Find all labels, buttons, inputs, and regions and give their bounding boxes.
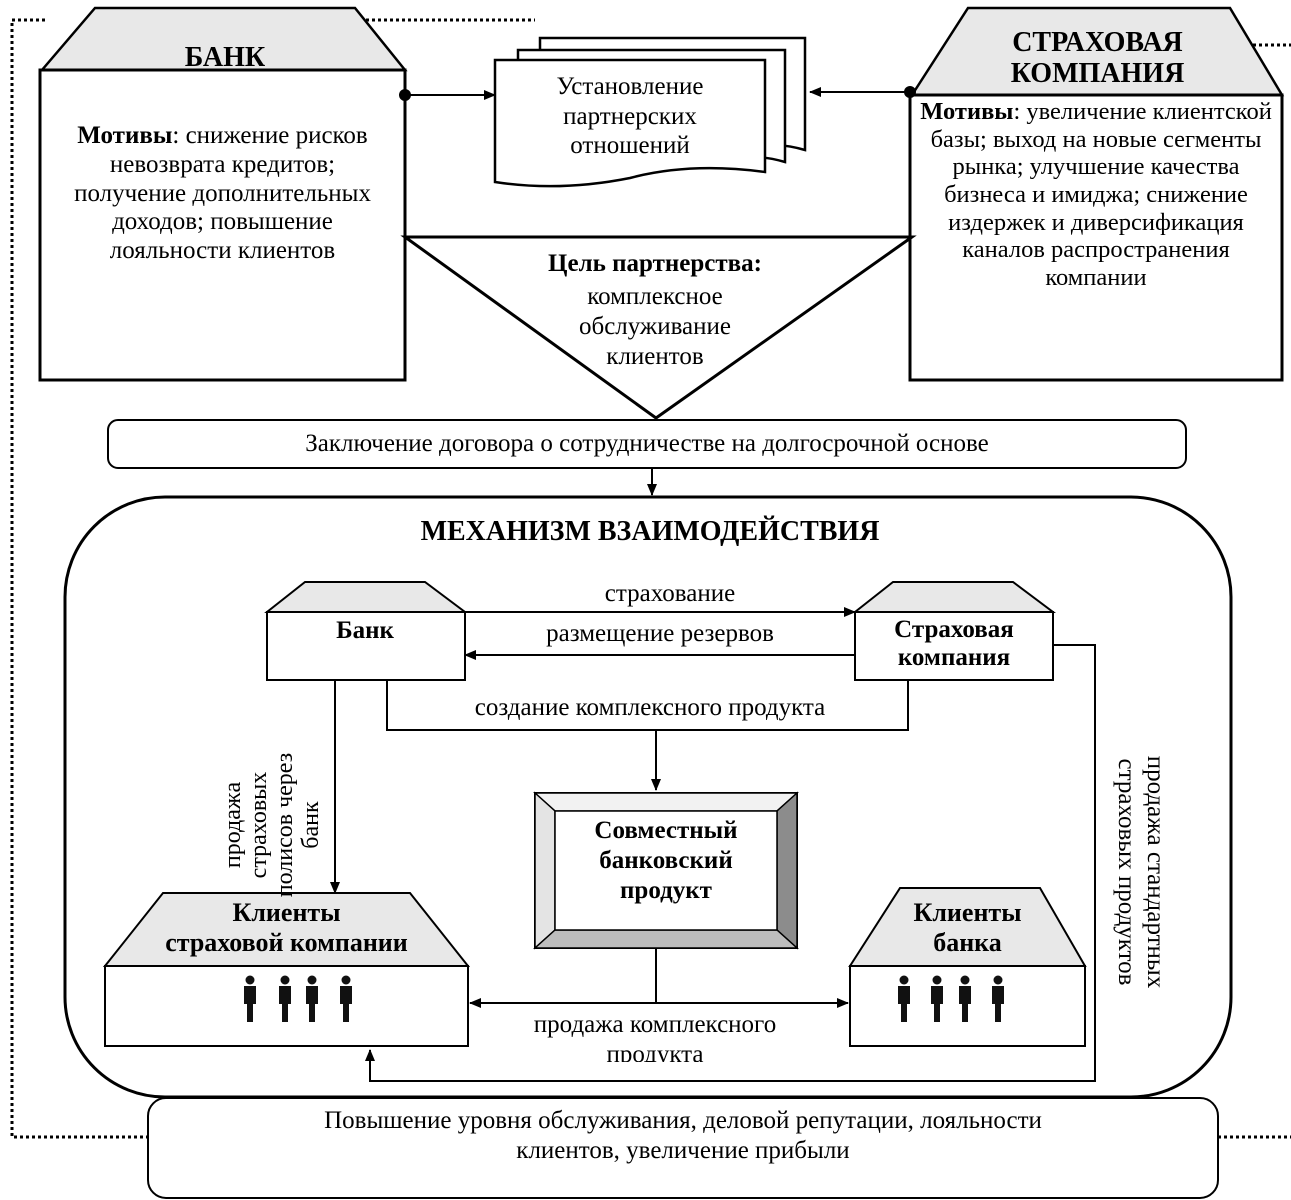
- insurer-connector-dot: [904, 86, 916, 98]
- bank-title: БАНК: [184, 42, 266, 73]
- bank-motives-text: : снижение рисков невозврата кредитов; п…: [74, 122, 371, 264]
- inner-bank-label: Банк: [336, 617, 394, 644]
- inner-insurer-box: [854, 611, 1054, 681]
- result-text: Повышение уровня обслуживания, деловой р…: [324, 1107, 1042, 1164]
- contract-box: [107, 419, 1187, 469]
- bank-clients-label: Клиенты банка: [913, 898, 1022, 957]
- standard-sales-path: [365, 644, 1096, 1082]
- bank-motives-label: Мотивы: [77, 122, 173, 149]
- result-box: [147, 1097, 1219, 1199]
- joint-product-label: Совместный банковский продукт: [594, 817, 738, 904]
- bank-motives-box: [38, 68, 407, 382]
- bank-connector-dot: [399, 89, 411, 101]
- insurer-motives-box: [908, 93, 1284, 382]
- partnership-document-text: Установление партнерских отношений: [556, 73, 704, 159]
- insurer-motives-text: : увеличение клиентской базы; выход на н…: [930, 98, 1272, 292]
- mechanism-title: МЕХАНИЗМ ВЗАИМОДЕЙСТВИЯ: [420, 516, 880, 547]
- partnership-document-stack: [493, 36, 807, 188]
- goal-label: Цель партнерства:: [548, 250, 762, 277]
- insurer-title: СТРАХОВАЯ КОМПАНИЯ: [1010, 27, 1185, 89]
- standard-sales-label: продажа стандартных страховых продуктов: [1113, 755, 1169, 989]
- reserves-label: размещение резервов: [546, 620, 774, 647]
- inner-insurer-label: Страховая компания: [894, 616, 1014, 671]
- complex-product-label: создание комплексного продукта: [474, 694, 826, 721]
- insurance-label: страхование: [604, 580, 736, 607]
- inner-bank-box: [266, 611, 466, 681]
- bank-motives: Мотивы: снижение рисков невозврата креди…: [55, 122, 390, 266]
- contract-text: Заключение договора о сотрудничестве на …: [305, 430, 989, 457]
- complex-sales-label: продажа комплексного продукта: [533, 1011, 777, 1062]
- insurer-clients-label: Клиенты страховой компании: [165, 898, 408, 957]
- complex-product-connector: [386, 680, 909, 731]
- goal-triangle: [400, 235, 917, 420]
- goal-text: комплексное обслуживание клиентов: [578, 283, 732, 370]
- insurer-motives: Мотивы: увеличение клиентской базы; выхо…: [915, 98, 1277, 292]
- joint-product-box: [533, 791, 799, 950]
- feedback-dotted-line: [10, 18, 148, 1139]
- insurer-motives-label: Мотивы: [920, 98, 1014, 125]
